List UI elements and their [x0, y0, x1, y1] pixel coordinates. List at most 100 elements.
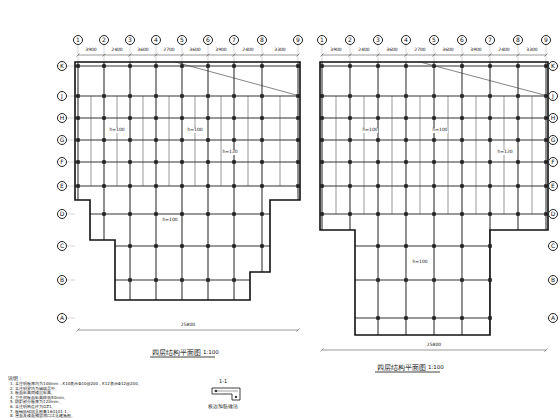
grid-label: 7 — [232, 37, 236, 43]
grid-bubble: 3 — [125, 35, 135, 45]
grid-label: K — [60, 63, 64, 69]
grid-label: F — [551, 159, 554, 165]
grid-label: C — [551, 243, 555, 249]
grid-label: B — [551, 277, 555, 283]
note-line: 6. 未注明构造柱为GZ1。 — [10, 405, 55, 409]
slab-thickness: h=100 — [412, 260, 428, 265]
grid-label: 3 — [376, 37, 380, 43]
grid-label: 2 — [348, 37, 352, 43]
grid-bubble: E — [548, 181, 558, 191]
grid-label: E — [551, 183, 555, 189]
dimension: 3600 — [137, 48, 149, 53]
dimension: 3300 — [274, 48, 286, 53]
grid-label: 9 — [544, 37, 548, 43]
grid-bubble: 6 — [457, 35, 467, 45]
grid-bubble: 5 — [429, 35, 439, 45]
notes-heading: 说明： — [8, 376, 23, 381]
grid-label: G — [60, 137, 65, 143]
grid-bubble: 5 — [177, 35, 187, 45]
grid-bubble: 3 — [373, 35, 383, 45]
plan-title: 四层结构平面图 — [152, 350, 201, 357]
grid-label: 8 — [516, 37, 520, 43]
grid-label: 1 — [76, 37, 80, 43]
dimension: 3900 — [215, 48, 227, 53]
grid-bubble: F — [548, 157, 558, 167]
grid-bubble: 8 — [257, 35, 267, 45]
plan-title: 四层结构平面图 — [377, 365, 426, 372]
slab-thickness: h=120 — [222, 150, 238, 155]
grid-bubble: 7 — [485, 35, 495, 45]
grid-label: 1 — [320, 37, 324, 43]
grid-bubble: A — [548, 313, 558, 323]
note-line: 3. 板面标高同楼层标高。 — [10, 391, 55, 395]
grid-bubble: B — [548, 275, 558, 285]
grid-bubble: C — [57, 241, 67, 251]
dimension: 2400 — [242, 48, 254, 53]
dimension: 2700 — [414, 48, 426, 53]
grid-bubble: B — [57, 275, 67, 285]
grid-label: A — [551, 315, 555, 321]
dimension: 3900 — [470, 48, 482, 53]
grid-label: 5 — [180, 37, 184, 43]
grid-bubble: J — [57, 91, 67, 101]
grid-bubble: K — [548, 61, 558, 71]
slab-thickness: h=100 — [432, 128, 448, 133]
grid-label: 4 — [404, 37, 408, 43]
grid-bubble: G — [548, 135, 558, 145]
grid-label: 7 — [488, 37, 492, 43]
grid-label: 5 — [432, 37, 436, 43]
grid-label: B — [60, 277, 64, 283]
grid-label: 2 — [102, 37, 106, 43]
grid-label: J — [552, 93, 554, 99]
grid-bubble: 2 — [99, 35, 109, 45]
grid-label: 6 — [206, 37, 210, 43]
grid-bubble: 8 — [513, 35, 523, 45]
dimension: 25800 — [180, 323, 195, 328]
slab-thickness: h=100 — [187, 128, 203, 133]
grid-label: 6 — [460, 37, 464, 43]
dimension: 2400 — [358, 48, 370, 53]
grid-label: C — [60, 243, 64, 249]
note-line: 5. 阴影部分板厚为120mm。 — [10, 400, 63, 404]
dimension: 2700 — [163, 48, 175, 53]
grid-label: H — [551, 115, 556, 121]
note-line: 8. 屋面及楼面预留洞口详见建施图。 — [10, 414, 75, 418]
grid-label: H — [60, 115, 65, 121]
grid-bubble: 2 — [345, 35, 355, 45]
dimension: 3600 — [189, 48, 201, 53]
scale: 1:100 — [203, 350, 219, 356]
slab-thickness: h=100 — [162, 218, 178, 223]
grid-bubble: 4 — [151, 35, 161, 45]
dimension: 25800 — [426, 343, 441, 348]
scale: 1:100 — [428, 365, 444, 371]
grid-bubble: C — [548, 241, 558, 251]
grid-label: 8 — [260, 37, 264, 43]
section-detail — [212, 388, 240, 400]
dimension: 3600 — [442, 48, 454, 53]
grid-label: 3 — [128, 37, 132, 43]
grid-bubble: D — [57, 209, 67, 219]
grid-label: K — [551, 63, 555, 69]
dimension: 3300 — [526, 48, 538, 53]
grid-bubble: 1 — [317, 35, 327, 45]
grid-bubble: 1 — [73, 35, 83, 45]
grid-bubble: H — [548, 113, 558, 123]
grid-label: 9 — [296, 37, 300, 43]
grid-bubble: 9 — [541, 35, 551, 45]
grid-label: D — [551, 211, 556, 217]
grid-label: E — [60, 183, 64, 189]
note-line: 4. 卫生间板面标高降低50mm。 — [10, 396, 68, 400]
dimension: 2400 — [111, 48, 123, 53]
grid-bubble: G — [57, 135, 67, 145]
grid-label: A — [60, 315, 64, 321]
grid-label: G — [551, 137, 556, 143]
grid-bubble: 6 — [203, 35, 213, 45]
note-line: 7. 板钢筋锚固见图集16G101-1。 — [10, 410, 71, 414]
note-line: 1. 未注明板厚均为100mm，K10表示Φ10@200，K12表示Φ12@20… — [10, 382, 142, 386]
grid-label: D — [60, 211, 65, 217]
dimension: 3900 — [330, 48, 342, 53]
slab-thickness: h=100 — [362, 128, 378, 133]
grid-bubble: 9 — [293, 35, 303, 45]
